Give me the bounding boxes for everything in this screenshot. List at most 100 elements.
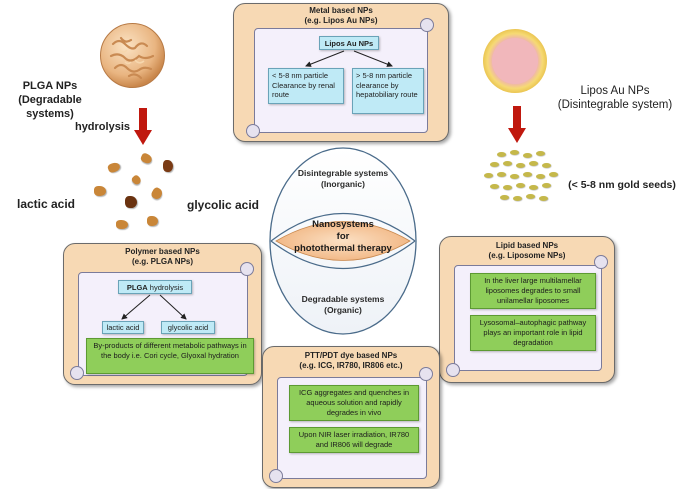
lipos-au-np-image [481, 27, 549, 95]
polymer-panel-title-line2: (e.g. PLGA NPs) [131, 257, 194, 266]
lipid-based-panel: Lipid based NPs (e.g. Liposome NPs) In t… [439, 236, 615, 383]
fragment [116, 220, 128, 229]
degradable-line1: Degradable systems [301, 294, 385, 304]
lipid-panel-title: Lipid based NPs (e.g. Liposome NPs) [440, 241, 614, 261]
scroll-curl [420, 18, 434, 32]
fragment [130, 173, 143, 187]
nir-degradation-text: Upon NIR laser irradiation, IR780 and IR… [298, 430, 410, 449]
seed [510, 174, 519, 179]
dye-panel-title-line1: PTT/PDT dye based NPs [304, 351, 398, 360]
nir-degradation-box: Upon NIR laser irradiation, IR780 and IR… [289, 427, 419, 453]
scroll-curl [70, 366, 84, 380]
seed [529, 161, 538, 166]
dye-panel-title: PTT/PDT dye based NPs (e.g. ICG, IR780, … [263, 351, 439, 371]
seed [549, 172, 558, 177]
liposome-liver-box: In the liver large multilamellar liposom… [470, 273, 596, 309]
lipos-au-np-name: Lipos Au NPs [580, 85, 650, 97]
dye-based-panel: PTT/PDT dye based NPs (e.g. ICG, IR780, … [262, 346, 440, 488]
core-line3: photothermal therapy [294, 243, 392, 254]
fragment [125, 196, 137, 208]
seed [497, 152, 506, 157]
core-line1: Nanosystems [312, 219, 374, 230]
metal-arrows [305, 50, 393, 67]
degradable-systems-label: Degradable systems (Organic) [278, 294, 408, 316]
disintegrable-line1: Disintegrable systems [297, 168, 389, 178]
fragment [149, 186, 165, 201]
seed [516, 183, 525, 188]
seed [503, 185, 512, 190]
seed [529, 185, 538, 190]
renal-clearance-box: < 5-8 nm particle Clearance by renal rou… [268, 68, 344, 104]
degradable-line2: (Organic) [324, 305, 362, 315]
lysosomal-pathway-box: Lysosomal–autophagic pathway plays an im… [470, 315, 596, 351]
scroll-curl [446, 363, 460, 377]
polymer-byproducts-box: By-products of different metabolic pathw… [86, 338, 254, 374]
lipos-au-box: Lipos Au NPs [319, 36, 379, 50]
dye-panel-title-line2: (e.g. ICG, IR780, IR806 etc.) [299, 361, 403, 370]
lipos-au-np-label: Lipos Au NPs (Disintegrable system) [548, 84, 682, 112]
nanosystems-core-label: Nanosystems for photothermal therapy [280, 219, 406, 255]
scroll-curl [269, 469, 283, 483]
plga-hydrolysis-arrow [134, 108, 152, 146]
liposome-liver-text: In the liver large multilamellar liposom… [484, 276, 582, 305]
seed [526, 194, 535, 199]
glycolic-acid-box: glycolic acid [161, 321, 215, 334]
seed [484, 173, 493, 178]
lipos-disintegration-arrow [508, 106, 526, 144]
fragment [94, 186, 106, 196]
metal-panel-title-line2: (e.g. Lipos Au NPs) [304, 16, 378, 25]
seed [542, 183, 551, 188]
polymer-based-panel: Polymer based NPs (e.g. PLGA NPs) PLGA h… [63, 243, 262, 385]
renal-clearance-text: < 5-8 nm particle Clearance by renal rou… [272, 71, 335, 99]
scroll-curl [246, 124, 260, 138]
plga-np-label: PLGA NPs (Degradable systems) [2, 79, 98, 121]
fragment [139, 152, 154, 165]
metal-panel-title: Metal based NPs (e.g. Lipos Au NPs) [234, 6, 448, 26]
disintegrable-line2: (Inorganic) [321, 179, 365, 189]
seed [536, 151, 545, 156]
seed [500, 195, 509, 200]
metal-panel-title-line1: Metal based NPs [309, 6, 373, 15]
seed [516, 163, 525, 168]
polymer-arrows [121, 294, 187, 320]
seed [523, 153, 532, 158]
plga-hydrolysis-bold: PLGA [126, 283, 148, 292]
lactic-acid-box: lactic acid [102, 321, 144, 334]
metal-based-panel: Metal based NPs (e.g. Lipos Au NPs) Lipo… [233, 3, 449, 142]
lactic-acid-box-text: lactic acid [106, 323, 140, 332]
plga-hydrolysis-rest: hydrolysis [147, 283, 184, 292]
glycolic-acid-box-text: glycolic acid [167, 323, 209, 332]
fragment [163, 160, 173, 172]
fragment [147, 216, 158, 226]
center-classification-diagram [268, 146, 418, 336]
glycolic-acid-label: glycolic acid [186, 198, 260, 212]
seed [490, 162, 499, 167]
scroll-curl [419, 367, 433, 381]
lipos-au-box-label: Lipos Au NPs [324, 39, 374, 48]
seed [536, 174, 545, 179]
icg-degradation-text: ICG aggregates and quenches in aqueous s… [298, 388, 410, 417]
polymer-panel-title: Polymer based NPs (e.g. PLGA NPs) [64, 247, 261, 267]
polymer-panel-title-line1: Polymer based NPs [125, 247, 200, 256]
seed [523, 172, 532, 177]
seed [497, 172, 506, 177]
hepatobiliary-clearance-text: > 5-8 nm particle clearance by hepatobil… [356, 71, 418, 99]
gold-seeds-label: (< 5-8 nm gold seeds) [568, 179, 676, 191]
plga-np-subtitle: (Degradable systems) [18, 94, 82, 120]
plga-np-name: PLGA NPs [22, 80, 78, 92]
lactic-acid-label: lactic acid [16, 197, 76, 211]
plga-hydrolysis-box: PLGA hydrolysis [118, 280, 192, 294]
icg-degradation-box: ICG aggregates and quenches in aqueous s… [289, 385, 419, 421]
disintegrable-systems-label: Disintegrable systems (Inorganic) [278, 168, 408, 190]
lysosomal-pathway-text: Lysosomal–autophagic pathway plays an im… [479, 318, 587, 347]
fragment [106, 161, 122, 174]
hepatobiliary-clearance-box: > 5-8 nm particle clearance by hepatobil… [352, 68, 424, 114]
lipid-panel-title-line2: (e.g. Liposome NPs) [488, 251, 566, 260]
scroll-curl [594, 255, 608, 269]
seed [503, 161, 512, 166]
hydrolysis-label: hydrolysis [74, 121, 130, 133]
plga-np-image [99, 22, 166, 89]
seed [510, 150, 519, 155]
seed [542, 163, 551, 168]
seed [539, 196, 548, 201]
